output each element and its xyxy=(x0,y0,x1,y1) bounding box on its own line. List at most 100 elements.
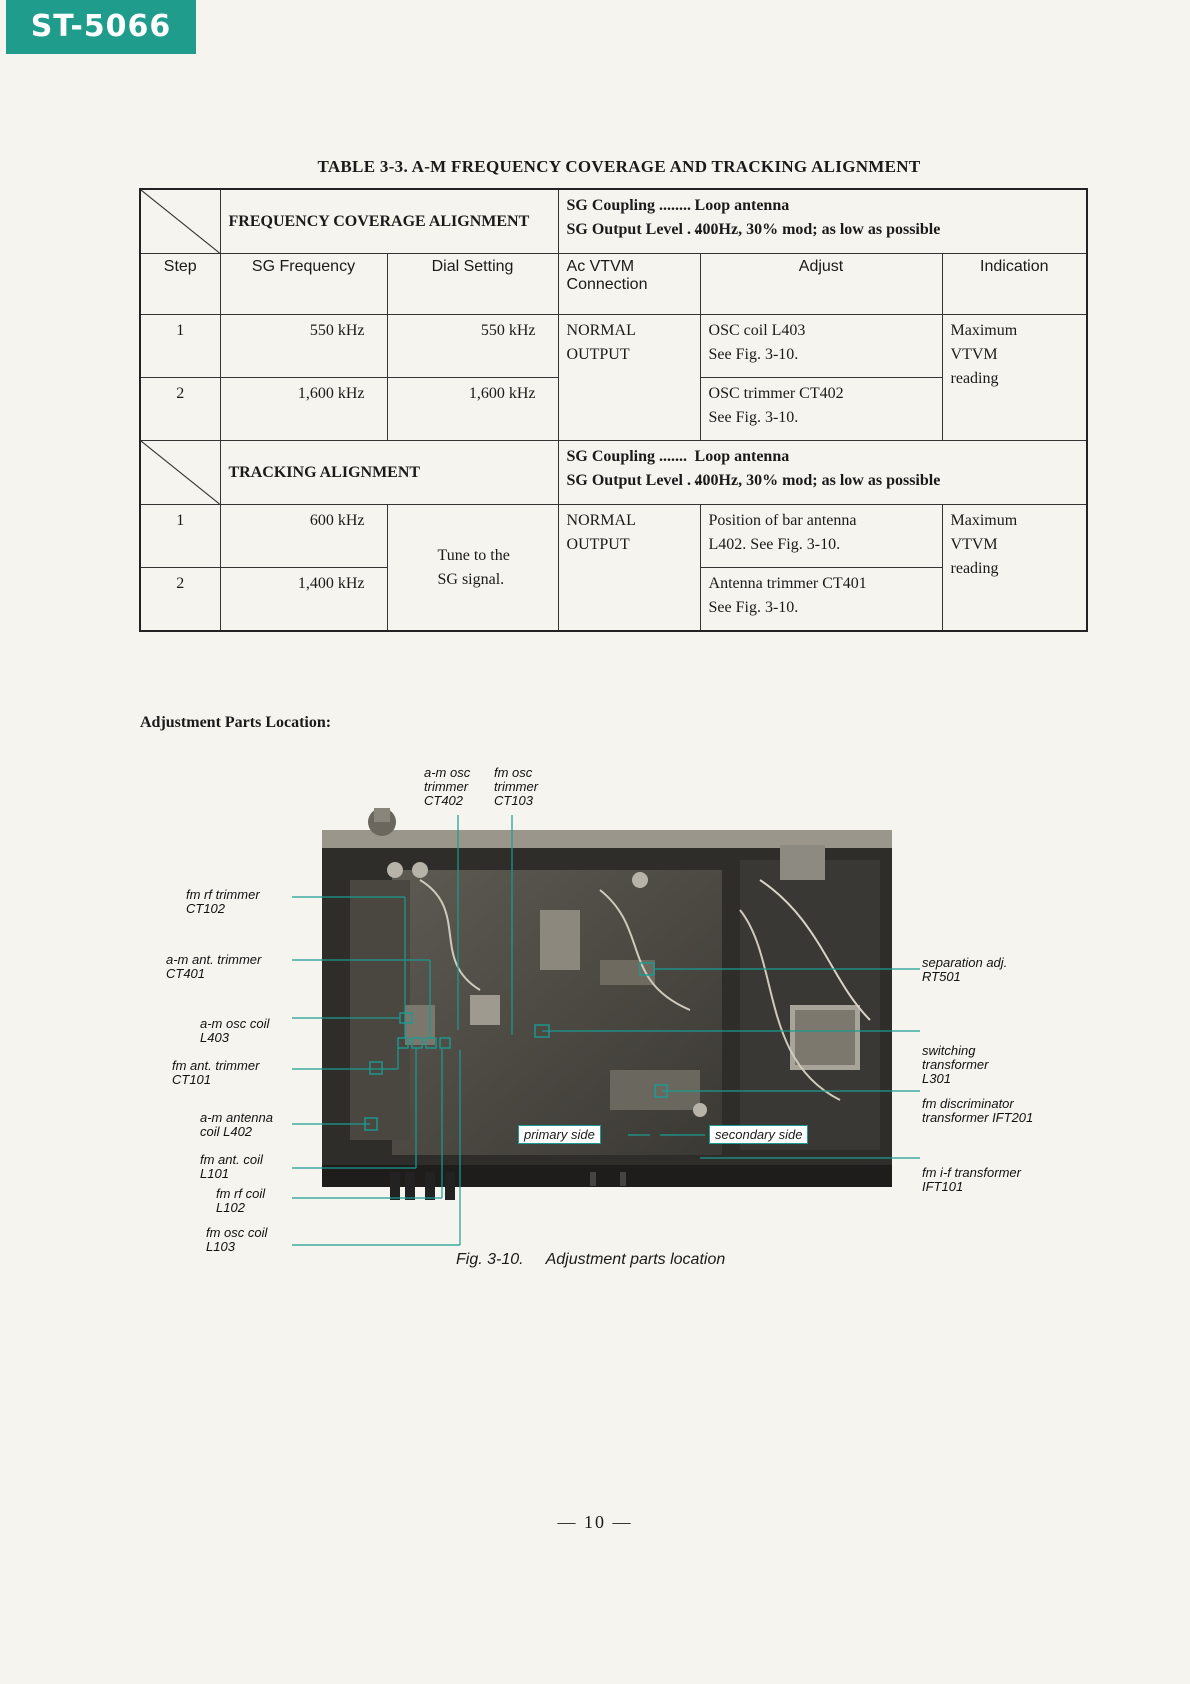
indication-line1: Maximum xyxy=(950,322,1018,339)
label-separation-adj: separation adj.RT501 xyxy=(922,956,1007,984)
adjust-line2: See Fig. 3-10. xyxy=(708,346,799,363)
secondary-side-label: secondary side xyxy=(709,1125,809,1144)
label-line: CT401 xyxy=(166,966,206,981)
indication-line2: VTVM xyxy=(950,536,998,553)
label-line: trimmer xyxy=(424,779,469,794)
binder-hole-icon xyxy=(1189,1010,1190,1040)
label-line: fm rf coil xyxy=(216,1186,266,1201)
label-line: a-m antenna xyxy=(200,1110,273,1125)
adjust-line1: OSC trimmer CT402 xyxy=(708,385,844,402)
label-line: trimmer xyxy=(494,779,539,794)
col-indication: Indication xyxy=(941,253,1088,315)
adjust-line2: L402. See Fig. 3-10. xyxy=(708,536,841,553)
label-line: CT101 xyxy=(172,1072,212,1087)
label-line: RT501 xyxy=(922,969,961,984)
freq-section-header: FREQUENCY COVERAGE ALIGNMENT SG Coupling… xyxy=(139,188,1088,254)
sg-coupling-key: SG Coupling ........ xyxy=(566,197,691,214)
label-line: fm i-f transformer xyxy=(922,1165,1021,1180)
label-line: fm osc coil xyxy=(206,1225,268,1240)
dial-line2: SG signal. xyxy=(437,570,505,588)
label-am-osc-trimmer: a-m osc trimmer CT402 xyxy=(424,766,470,808)
freq-sg-settings: SG Coupling ........Loop antenna SG Outp… xyxy=(558,188,1088,254)
col-vtvm-line2: Connection xyxy=(566,276,648,293)
label-line: L403 xyxy=(200,1030,229,1045)
chassis-photo xyxy=(292,808,920,1246)
dial-setting-cell: 1,600 kHz xyxy=(386,377,559,441)
sg-coupling-value: Loop antenna xyxy=(694,197,790,214)
connection-line1: NORMAL xyxy=(566,512,636,529)
label-line: a-m osc xyxy=(424,765,471,780)
tracking-sg-settings: SG Coupling ....... Loop antenna SG Outpu… xyxy=(557,440,1088,505)
table-title: TABLE 3-3. A-M FREQUENCY COVERAGE AND TR… xyxy=(317,157,921,176)
col-dial-setting: Dial Setting xyxy=(386,253,559,315)
step-cell: 1 xyxy=(139,314,221,378)
step-cell: 1 xyxy=(139,504,221,568)
step-cell: 2 xyxy=(139,377,221,441)
tracking-section-label: TRACKING ALIGNMENT xyxy=(219,440,559,505)
sg-frequency-cell: 1,600 kHz xyxy=(219,377,388,441)
dial-setting-cell: 550 kHz xyxy=(386,314,559,378)
label-line: a-m ant. trimmer xyxy=(166,952,262,967)
figure-caption: Fig. 3-10.Adjustment parts location xyxy=(456,1251,725,1269)
sg-frequency-cell: 550 kHz xyxy=(219,314,388,378)
label-line: L301 xyxy=(922,1071,951,1086)
label-line: L102 xyxy=(216,1200,245,1215)
label-line: fm ant. trimmer xyxy=(172,1058,260,1073)
label-line: L103 xyxy=(206,1239,235,1254)
connection-line1: NORMAL xyxy=(566,322,636,339)
label-line: fm ant. coil xyxy=(200,1152,263,1167)
sg-coupling-value: Loop antenna xyxy=(694,448,790,465)
col-step: Step xyxy=(139,253,221,315)
freq-section-label: FREQUENCY COVERAGE ALIGNMENT xyxy=(219,188,559,254)
indication-line1: Maximum xyxy=(950,512,1018,529)
diagonal-corner-cell xyxy=(139,188,221,254)
label-fm-osc-trimmer: fm osc trimmer CT103 xyxy=(494,766,538,808)
label-line: CT102 xyxy=(186,901,226,916)
label-line: CT103 xyxy=(494,793,534,808)
label-line: fm discriminator xyxy=(922,1096,1014,1111)
indication-line2: VTVM xyxy=(950,346,998,363)
label-line: coil L402 xyxy=(200,1124,253,1139)
adjust-line2: See Fig. 3-10. xyxy=(708,599,799,616)
col-vtvm-line1: Ac VTVM xyxy=(566,258,635,275)
dial-line1: Tune to the xyxy=(437,546,510,564)
primary-side-label: primary side xyxy=(518,1125,601,1144)
sg-output-key: SG Output Level . . . xyxy=(566,472,707,489)
label-line: separation adj. xyxy=(922,955,1008,970)
label-line: CT402 xyxy=(424,793,464,808)
indication-line3: reading xyxy=(950,560,999,577)
label-line: switching xyxy=(922,1043,976,1058)
adjustment-parts-figure: a-m osc trimmer CT402 fm osc trimmer CT1… xyxy=(0,760,1190,1280)
connection-line2: OUTPUT xyxy=(566,346,630,363)
parts-location-heading: Adjustment Parts Location: xyxy=(140,714,332,731)
sg-output-value: 400Hz, 30% mod; as low as possible xyxy=(694,221,941,238)
label-line: fm osc xyxy=(494,765,533,780)
sg-coupling-key: SG Coupling ....... xyxy=(566,448,687,465)
sg-frequency-cell: 600 kHz xyxy=(219,504,388,568)
col-adjust: Adjust xyxy=(699,253,943,315)
sg-output-value: 400Hz, 30% mod; as low as possible xyxy=(694,472,941,489)
dial-setting-cell: Tune to the SG signal. xyxy=(386,504,559,632)
label-line: transformer xyxy=(922,1057,989,1072)
